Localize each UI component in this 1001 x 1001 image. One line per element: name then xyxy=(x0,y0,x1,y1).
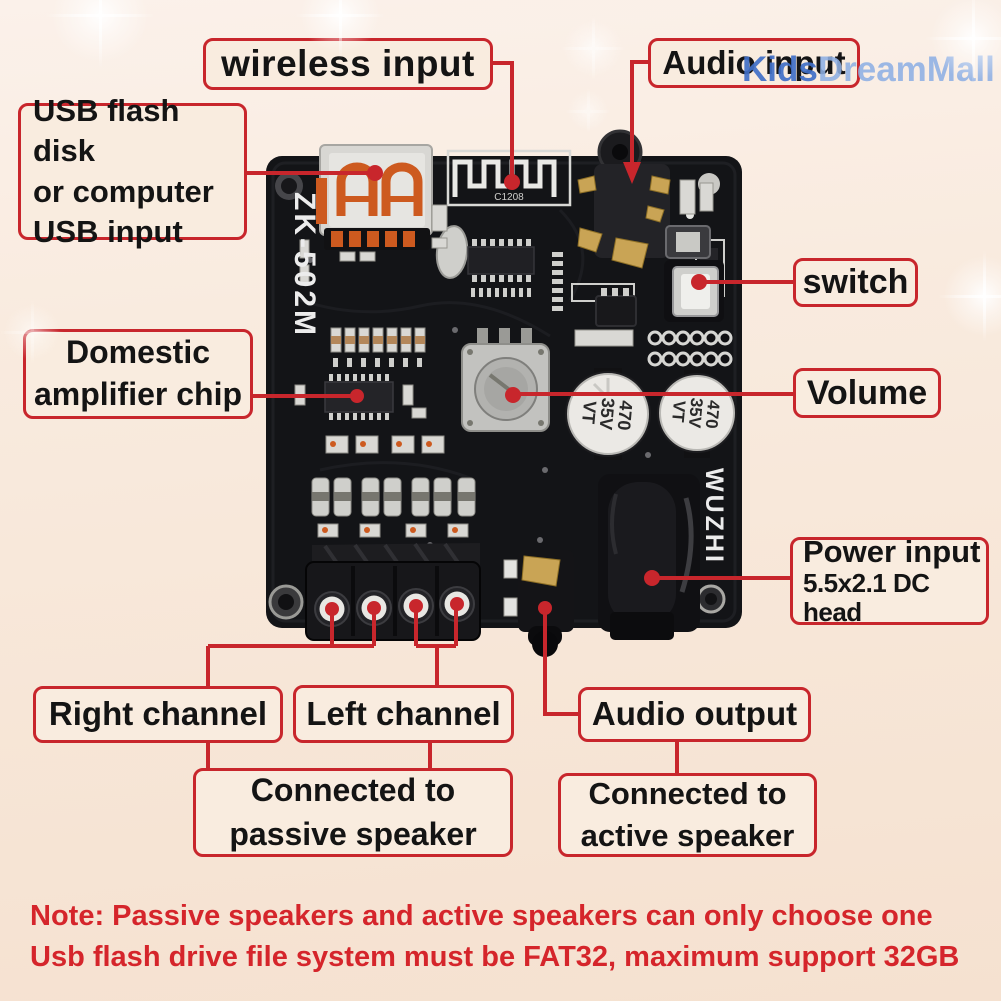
label-text: wireless input xyxy=(221,43,475,85)
board-model-label: ZK-502M xyxy=(288,192,321,338)
label-volume: Volume xyxy=(793,368,941,418)
note-line2: Usb flash drive file system must be FAT3… xyxy=(30,940,960,973)
bluetooth-chip-icon xyxy=(467,239,563,311)
label-audio-output: Audio output xyxy=(578,687,811,742)
cap1-line3: VT xyxy=(578,400,600,425)
label-line: Power input xyxy=(803,533,981,569)
label-line: active speaker xyxy=(580,818,795,853)
callout-leader-lines xyxy=(206,60,793,773)
label-line: amplifier chip xyxy=(33,376,243,412)
label-line: Connected to xyxy=(588,776,787,812)
cap2-line3: VT xyxy=(668,400,689,424)
cap1-line2: 35V xyxy=(596,397,619,431)
callout-leader-dots xyxy=(325,162,707,616)
label-switch: switch xyxy=(793,258,918,307)
audio-output-jack-icon xyxy=(503,550,574,657)
watermark: KidsDreamMall xyxy=(742,50,995,90)
cap2-line2: 35V xyxy=(685,397,707,429)
cap1-line1: 470 xyxy=(614,400,637,432)
cap-row-mid xyxy=(325,435,445,454)
label-text: Audio input xyxy=(662,43,846,81)
note-line1: Note: Passive speakers and active speake… xyxy=(30,900,933,932)
speaker-terminal-icon xyxy=(305,542,481,641)
label-text: Left channel xyxy=(306,694,501,732)
inductor-row xyxy=(311,477,476,538)
label-active-speaker: Connected to active speaker xyxy=(558,773,817,857)
usb-port-icon xyxy=(316,144,433,250)
label-line: passive speaker xyxy=(229,815,477,852)
label-text: Right channel xyxy=(48,695,268,733)
watermark-part2: DreamMall xyxy=(817,50,995,89)
power-jack-icon xyxy=(598,474,700,640)
antenna-label: C1208 xyxy=(494,192,524,203)
label-line: 5.5x2.1 DC head xyxy=(803,568,930,628)
board-brand-label: WUZHI xyxy=(700,468,728,565)
label-line: Domestic xyxy=(65,334,211,371)
label-text: Audio output xyxy=(591,695,798,733)
pcb-components: C1208 xyxy=(288,129,737,657)
label-power-input: Power input 5.5x2.1 DC head xyxy=(790,533,989,628)
bluetooth-antenna-icon: C1208 xyxy=(446,149,572,207)
note-text: Note: Passive speakers and active speake… xyxy=(30,896,990,977)
silkscreen-text: ZK-502M WUZHI xyxy=(288,192,728,565)
label-wireless-input: wireless input xyxy=(203,38,493,90)
label-line: USB input xyxy=(33,213,183,249)
label-text: Volume xyxy=(806,373,928,412)
label-amplifier-chip: Domestic amplifier chip xyxy=(23,329,253,419)
label-usb-input: USB flash disk or computer USB input xyxy=(18,93,247,249)
label-right-channel: Right channel xyxy=(33,686,283,743)
label-passive-speaker: Connected to passive speaker xyxy=(193,768,513,857)
cap2-line1: 470 xyxy=(702,399,723,429)
watermark-part1: Kids xyxy=(742,50,818,89)
label-audio-input: Audio input xyxy=(648,38,860,88)
cap-row-upper xyxy=(330,327,426,367)
header-holes xyxy=(647,330,733,367)
label-text: switch xyxy=(802,263,909,302)
switch-button-icon xyxy=(664,260,724,322)
label-left-channel: Left channel xyxy=(293,685,514,743)
label-line: or computer xyxy=(33,173,214,209)
volume-pot-icon xyxy=(461,328,550,432)
label-line: Connected to xyxy=(250,772,456,809)
label-line: USB flash disk xyxy=(33,92,180,169)
